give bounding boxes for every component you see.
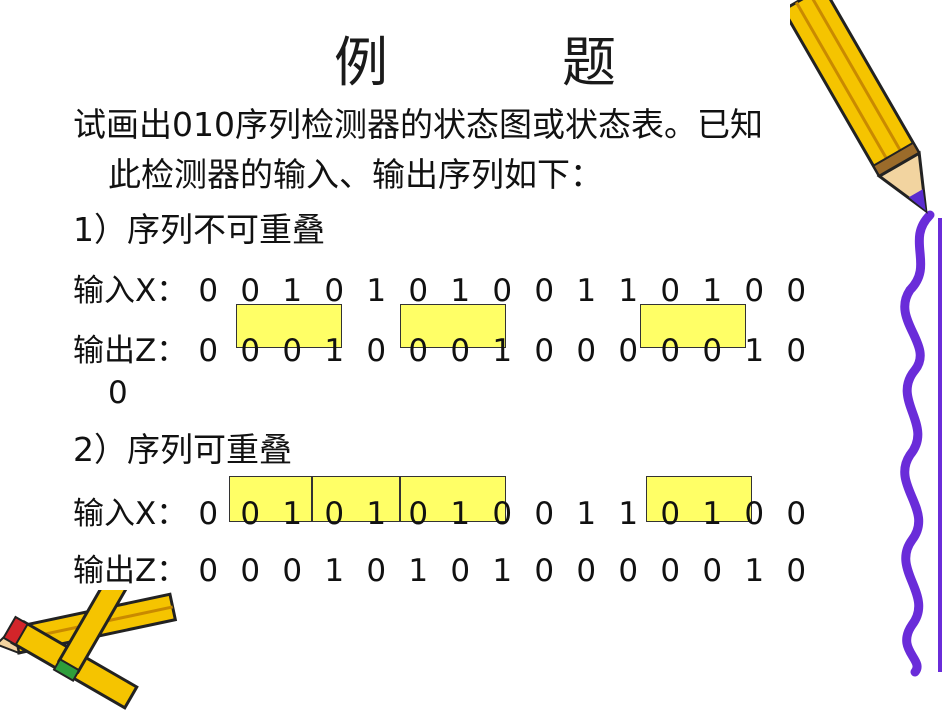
sequence-digit: 1 xyxy=(744,553,765,589)
sequence-digit: 0 xyxy=(324,496,345,532)
pencils-icon xyxy=(0,590,178,710)
sequence-digit: 0 xyxy=(660,496,681,532)
sequence-digit: 0 xyxy=(408,496,429,532)
sequence-digit: 0 xyxy=(786,496,807,532)
sequence-digit: 1 xyxy=(492,333,513,369)
sequence-digit: 1 xyxy=(366,496,387,532)
sequence-digit: 0 xyxy=(492,273,513,309)
sequence-digit: 0 xyxy=(240,553,261,589)
sequence-digit: 0 xyxy=(198,273,219,309)
sequence-digit: 1 xyxy=(450,496,471,532)
sequence-digit: 0 xyxy=(744,496,765,532)
sequence-digit: 0 xyxy=(660,333,681,369)
sequence-digit: 0 xyxy=(282,333,303,369)
sequence-digit: 0 xyxy=(240,273,261,309)
highlight-box xyxy=(312,476,400,522)
highlight-box xyxy=(640,304,746,348)
input-label: 输入X： xyxy=(73,273,188,309)
case2-heading: 2）序列可重叠 xyxy=(73,430,292,469)
highlight-box xyxy=(400,476,506,522)
sequence-digit: 1 xyxy=(702,273,723,309)
sequence-digit: 0 xyxy=(324,273,345,309)
sequence-digit: 0 xyxy=(660,553,681,589)
highlight-box xyxy=(236,304,342,348)
sequence-digit: 1 xyxy=(492,553,513,589)
sequence-digit: 0 xyxy=(786,333,807,369)
highlight-box xyxy=(400,304,506,348)
sequence-digit: 0 xyxy=(450,333,471,369)
sequence-digit: 1 xyxy=(576,496,597,532)
intro-line-1: 试画出010序列检测器的状态图或状态表。已知 xyxy=(73,105,763,144)
pencil-icon xyxy=(790,0,928,214)
highlight-box xyxy=(646,476,752,522)
sequence-digit: 0 xyxy=(660,273,681,309)
sequence-digit: 0 xyxy=(786,273,807,309)
output-label: 输出Z： xyxy=(73,333,188,369)
highlight-box xyxy=(229,476,312,522)
sequence-digit: 1 xyxy=(408,553,429,589)
sequence-digit: 0 xyxy=(408,273,429,309)
sequence-digit: 0 xyxy=(534,333,555,369)
sequence-digit: 0 xyxy=(534,496,555,532)
sequence-digit: 0 xyxy=(240,333,261,369)
sequence-digit: 0 xyxy=(282,553,303,589)
sequence-digit: 0 xyxy=(366,553,387,589)
sequence-digit: 1 xyxy=(282,273,303,309)
case1-output-wrap: 0 xyxy=(108,375,128,411)
sequence-digit: 1 xyxy=(450,273,471,309)
sequence-digit: 1 xyxy=(744,333,765,369)
sequence-digit: 0 xyxy=(366,333,387,369)
sequence-digit: 0 xyxy=(744,273,765,309)
sequence-digit: 0 xyxy=(450,553,471,589)
sequence-digit: 0 xyxy=(198,553,219,589)
sequence-digit: 1 xyxy=(618,273,639,309)
sequence-digit: 0 xyxy=(492,496,513,532)
sequence-digit: 0 xyxy=(618,553,639,589)
sequence-digit: 1 xyxy=(324,333,345,369)
output-label: 输出Z： xyxy=(73,553,188,589)
sequence-digit: 0 xyxy=(576,553,597,589)
sequence-digit: 1 xyxy=(618,496,639,532)
sequence-digit: 0 xyxy=(240,496,261,532)
sequence-digit: 0 xyxy=(408,333,429,369)
sequence-digit: 0 xyxy=(618,333,639,369)
sequence-digit: 1 xyxy=(702,496,723,532)
sequence-digit: 1 xyxy=(324,553,345,589)
sequence-digit: 0 xyxy=(786,553,807,589)
slide-title: 例 题 xyxy=(334,31,676,94)
sequence-digit: 0 xyxy=(702,553,723,589)
sequence-digit: 0 xyxy=(702,333,723,369)
sequence-digit: 0 xyxy=(534,273,555,309)
sequence-digit: 0 xyxy=(198,333,219,369)
sequence-digit: 1 xyxy=(576,273,597,309)
input-label: 输入X： xyxy=(73,496,188,532)
sequence-digit: 1 xyxy=(282,496,303,532)
sequence-digit: 0 xyxy=(534,553,555,589)
case1-heading: 1）序列不可重叠 xyxy=(73,210,325,249)
sequence-digit: 0 xyxy=(576,333,597,369)
intro-line-2: 此检测器的输入、输出序列如下： xyxy=(108,155,603,194)
sequence-digit: 1 xyxy=(366,273,387,309)
sequence-digit: 0 xyxy=(198,496,219,532)
